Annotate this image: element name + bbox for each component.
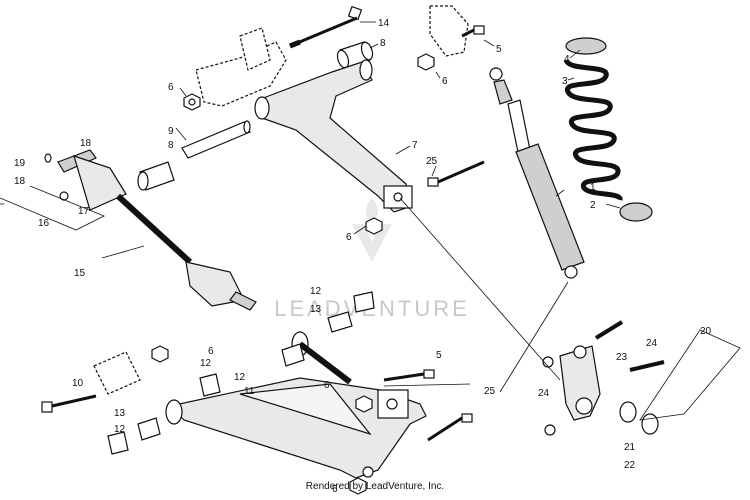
leader-lines	[175, 21, 621, 393]
callout-18-b: 18	[14, 176, 26, 187]
callout-13-a: 13	[310, 304, 322, 315]
bolt-5-lower	[383, 369, 435, 382]
footer-credit: Rendered by LeadVenture, Inc.	[305, 481, 445, 492]
callout-16: 16	[38, 218, 50, 229]
callout-12-a: 12	[310, 286, 322, 297]
callout-8-a: 8	[380, 38, 386, 49]
callout-4: 4	[564, 54, 570, 65]
lower-frame-bracket	[93, 345, 169, 395]
bell-crank-20	[542, 320, 741, 436]
bushing-8-lower	[137, 161, 175, 191]
nut-6-upper-left	[183, 93, 201, 111]
callout-3: 3	[562, 76, 568, 87]
bolt-25-upper	[427, 160, 485, 187]
shock-upper-bracket	[417, 5, 485, 71]
bolt-14	[289, 5, 363, 49]
callout-6-c: 6	[346, 232, 352, 243]
upper-a-arm-7	[254, 59, 413, 213]
upper-frame-bracket	[195, 27, 287, 107]
nut-6-arm	[365, 217, 383, 235]
group-line-15	[0, 203, 145, 259]
callout-25-b: 25	[484, 386, 496, 397]
callout-21: 21	[624, 442, 636, 453]
callout-6-b: 6	[442, 76, 448, 87]
callout-2: 2	[590, 200, 596, 211]
callout-19: 19	[14, 158, 26, 169]
callout-18-a: 18	[80, 138, 92, 149]
callout-25-a: 25	[426, 156, 438, 167]
callout-12-d: 12	[200, 358, 212, 369]
shock-absorber-1	[489, 67, 585, 279]
callout-labels: 14 8 6 5 6 4 3 9 8 7 25 1 2 18 19 18 17 …	[14, 18, 712, 495]
bolt-10	[41, 394, 97, 413]
callout-14: 14	[378, 18, 390, 29]
callout-9: 9	[168, 126, 174, 137]
callout-24-b: 24	[538, 388, 550, 399]
coil-spring-3	[563, 37, 623, 201]
callout-12-b: 12	[234, 372, 246, 383]
callout-5-b: 5	[436, 350, 442, 361]
callout-13-b: 13	[114, 408, 126, 419]
callout-6-f: 6	[208, 346, 214, 357]
bushing-12-lower	[107, 291, 375, 455]
callout-1: 1	[590, 182, 596, 193]
pivot-rod-9	[181, 120, 251, 159]
bolt-25-lower	[427, 413, 473, 442]
callout-6-e: 6	[332, 484, 338, 495]
group-box-16	[0, 185, 105, 231]
callout-10: 10	[72, 378, 84, 389]
callout-20: 20	[700, 326, 712, 337]
callout-22: 22	[624, 460, 636, 471]
callout-11: 11	[244, 386, 255, 397]
callout-6-a: 6	[168, 82, 174, 93]
callout-5-a: 5	[496, 44, 502, 55]
nut-6-lower	[349, 395, 373, 495]
callout-17: 17	[78, 206, 90, 217]
callout-6-d: 6	[324, 380, 330, 391]
watermark-logo	[352, 198, 392, 262]
callout-12-c: 12	[114, 424, 126, 435]
callout-8-b: 8	[168, 140, 174, 151]
callout-23: 23	[616, 352, 628, 363]
drive-axle-15	[44, 149, 257, 311]
spring-retainer-2	[619, 202, 653, 222]
callout-24-a: 24	[646, 338, 658, 349]
callout-15: 15	[74, 268, 86, 279]
callout-7: 7	[412, 140, 418, 151]
